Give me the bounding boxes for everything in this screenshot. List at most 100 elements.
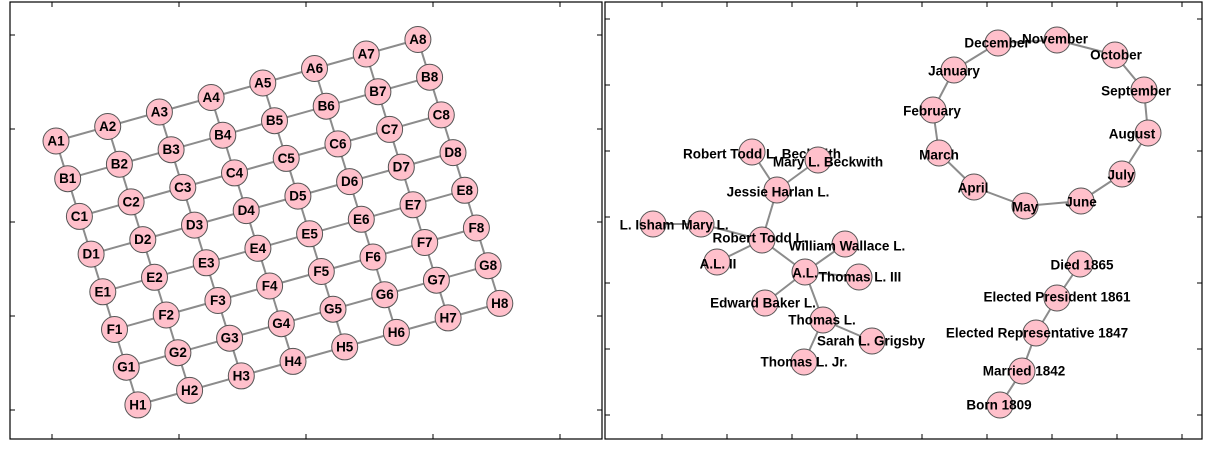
grid-node bbox=[94, 113, 122, 140]
node-label: C5 bbox=[278, 151, 296, 166]
node-label: August bbox=[1109, 127, 1156, 142]
grid-node bbox=[331, 333, 359, 361]
grid-node bbox=[411, 229, 439, 256]
grid-node bbox=[221, 159, 248, 187]
node-label: F8 bbox=[469, 221, 485, 236]
node-label: B5 bbox=[266, 113, 284, 128]
multi-graph-frame bbox=[604, 1, 1203, 440]
node-label: A.L. bbox=[792, 266, 818, 281]
node-label: C3 bbox=[174, 180, 192, 195]
grid-node bbox=[164, 339, 192, 367]
node-label: B3 bbox=[162, 142, 180, 157]
grid-node bbox=[387, 153, 415, 181]
month-node bbox=[1101, 41, 1129, 69]
node-label: Born 1809 bbox=[966, 398, 1031, 413]
node-label: A5 bbox=[254, 76, 272, 91]
grid-node bbox=[152, 301, 180, 329]
node-label: G8 bbox=[479, 258, 498, 273]
node-label: G6 bbox=[376, 287, 395, 302]
grid-node bbox=[227, 362, 255, 390]
node-label: D3 bbox=[186, 218, 204, 233]
grid-node bbox=[112, 353, 140, 381]
node-label: D6 bbox=[341, 174, 359, 189]
grid-node bbox=[209, 121, 237, 149]
family-node-slg bbox=[858, 327, 886, 355]
node-label: A4 bbox=[202, 90, 220, 105]
node-label: A.L. II bbox=[700, 257, 737, 272]
node-label: A6 bbox=[306, 61, 324, 76]
node-label: G3 bbox=[221, 331, 240, 346]
node-label: G1 bbox=[117, 360, 136, 375]
family-node-mlb bbox=[804, 146, 832, 174]
grid-node bbox=[279, 347, 307, 375]
grid-node bbox=[181, 211, 208, 239]
node-label: H6 bbox=[388, 325, 406, 340]
node-label: E1 bbox=[95, 284, 112, 299]
grid-node bbox=[434, 304, 462, 332]
month-node bbox=[1134, 119, 1162, 147]
node-label: Thomas L. bbox=[788, 313, 856, 328]
grid-node bbox=[296, 220, 324, 248]
grid-node bbox=[216, 324, 244, 352]
grid-node bbox=[145, 98, 173, 126]
node-label: H1 bbox=[129, 397, 147, 412]
node-label: A8 bbox=[409, 32, 427, 47]
node-label: Sarah L. Grigsby bbox=[817, 334, 926, 349]
node-label: B8 bbox=[421, 70, 439, 85]
grid-node bbox=[77, 240, 105, 268]
timeline-node bbox=[1022, 319, 1050, 347]
node-label: D2 bbox=[134, 232, 151, 247]
months-graph: DecemberNovemberOctoberJanuarySeptemberF… bbox=[903, 26, 1172, 220]
month-node bbox=[1011, 192, 1039, 220]
family-node-maryl bbox=[687, 210, 715, 238]
node-label: H5 bbox=[336, 339, 354, 354]
node-label: Mary L. bbox=[681, 218, 728, 233]
node-label: E7 bbox=[405, 197, 422, 212]
node-label: H2 bbox=[181, 383, 198, 398]
grid-node bbox=[197, 84, 225, 111]
grid-node bbox=[249, 69, 277, 97]
grid-node bbox=[65, 202, 93, 230]
month-node bbox=[919, 96, 947, 124]
node-label: H8 bbox=[491, 296, 509, 311]
grid-node bbox=[336, 168, 364, 196]
timeline-node bbox=[1066, 250, 1094, 278]
grid-node bbox=[105, 150, 133, 178]
node-label: October bbox=[1090, 48, 1143, 63]
grid-node bbox=[54, 165, 82, 193]
grid-node bbox=[176, 376, 204, 404]
grid-node bbox=[141, 263, 168, 291]
grid-node bbox=[324, 130, 352, 158]
node-label: G4 bbox=[272, 316, 291, 331]
node-label: January bbox=[928, 64, 980, 79]
node-label: March bbox=[919, 148, 959, 163]
grid-node bbox=[359, 243, 387, 271]
node-label: H7 bbox=[439, 310, 456, 325]
node-label: G7 bbox=[427, 273, 445, 288]
node-label: F4 bbox=[262, 279, 278, 294]
node-label: D8 bbox=[444, 145, 462, 160]
node-label: C2 bbox=[122, 194, 139, 209]
grid-node bbox=[42, 127, 70, 155]
grid-node bbox=[261, 107, 288, 135]
timeline-node bbox=[1043, 284, 1071, 312]
family-node-lisham bbox=[639, 210, 667, 238]
family-node-al bbox=[791, 258, 819, 286]
node-label: D4 bbox=[238, 203, 256, 218]
grid-node bbox=[267, 310, 295, 338]
family-node-tljr bbox=[790, 348, 818, 376]
node-label: F1 bbox=[107, 322, 123, 337]
node-label: F3 bbox=[210, 293, 226, 308]
node-label: Robert Todd L. bbox=[713, 231, 808, 246]
node-label: F6 bbox=[365, 250, 381, 265]
grid-node bbox=[89, 278, 117, 306]
grid-node bbox=[307, 258, 335, 285]
node-label: Elected President 1861 bbox=[983, 290, 1131, 305]
node-label: Jessie Harlan L. bbox=[727, 185, 830, 200]
node-label: B2 bbox=[111, 157, 128, 172]
node-label: B4 bbox=[214, 128, 232, 143]
node-label: September bbox=[1101, 84, 1172, 99]
